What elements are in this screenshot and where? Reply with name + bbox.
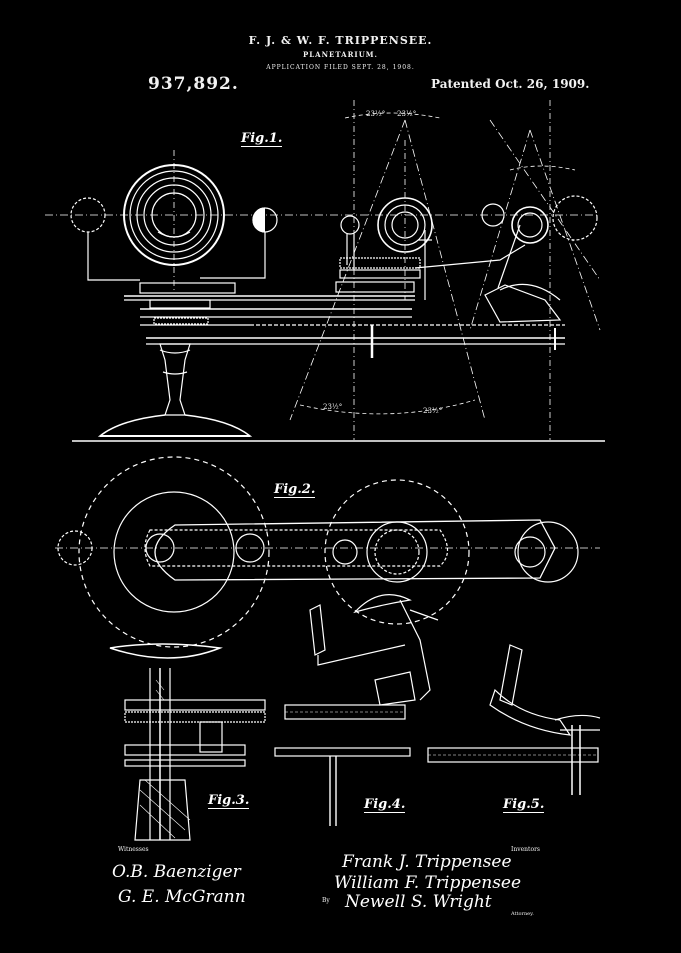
angle-label-bottom-right: 23½°	[423, 407, 443, 415]
by-label: By	[322, 897, 330, 904]
inventors-label: Inventors	[511, 846, 541, 853]
fig3-label: Fig.3.	[208, 793, 250, 809]
fig5-label: Fig.5.	[503, 797, 545, 813]
fig2-label: Fig.2.	[274, 482, 316, 498]
witnesses-label: Witnesses	[118, 846, 149, 853]
fig1-label: Fig.1.	[241, 131, 283, 147]
patent-title: F. J. & W. F. TRIPPENSEE.	[248, 34, 433, 47]
angle-label-top-left: 23½°	[366, 110, 386, 118]
fig4-label: Fig.4.	[364, 797, 406, 813]
fig4-label-text: Fig.4.	[364, 797, 406, 813]
fig5-drawing	[427, 644, 601, 795]
witness-signature-1: O.B. Baenziger	[112, 862, 241, 882]
application-filed-line: APPLICATION FILED SEPT. 28, 1908.	[266, 64, 415, 71]
angle-label-bottom-left: 23½°	[323, 403, 343, 411]
attorney-label: Attorney.	[511, 911, 534, 917]
angle-label-top-right: 23½°	[397, 110, 417, 118]
fig3-drawing	[109, 643, 266, 841]
attorney-signature: Newell S. Wright	[345, 892, 492, 912]
inventor-signature-2: William F. Trippensee	[334, 873, 522, 893]
fig4-drawing	[274, 594, 439, 826]
fig2-label-text: Fig.2.	[274, 482, 316, 498]
fig1-label-text: Fig.1.	[241, 131, 283, 147]
patent-number: 937,892.	[148, 74, 239, 94]
patent-subtitle: PLANETARIUM.	[303, 50, 378, 59]
fig5-label-text: Fig.5.	[503, 797, 545, 813]
fig3-label-text: Fig.3.	[208, 793, 250, 809]
inventor-signature-1: Frank J. Trippensee	[342, 852, 512, 872]
witness-signature-2: G. E. McGrann	[118, 887, 246, 907]
fig2-drawing	[55, 456, 600, 648]
patent-date: Patented Oct. 26, 1909.	[431, 77, 590, 91]
fig1-drawing	[45, 100, 605, 442]
